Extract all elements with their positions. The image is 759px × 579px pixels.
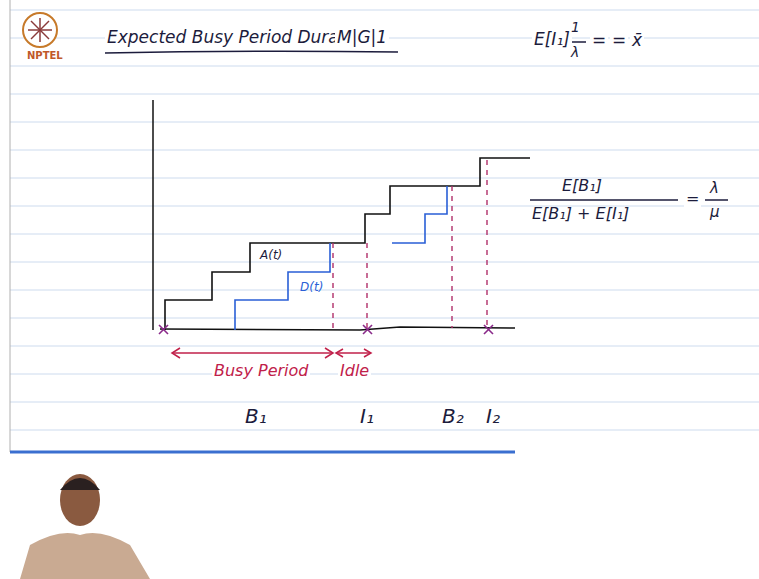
- title: Expected Busy Period Duration: [105, 28, 373, 47]
- curve-label: D(t): [298, 281, 325, 294]
- fraction-denominator: μ: [708, 204, 722, 221]
- equals-sign: =: [684, 190, 701, 208]
- period-symbol: B₂: [440, 405, 466, 427]
- fraction-numerator: λ: [708, 180, 721, 197]
- fraction-numerator: 1: [569, 20, 582, 35]
- formula-term: E[I₁]: [532, 30, 572, 49]
- period-symbol: I₁: [358, 405, 376, 427]
- queue-notation: M|G|1: [335, 28, 389, 47]
- fraction-denominator: E[B₁] + E[I₁]: [530, 205, 631, 223]
- fraction-denominator: λ: [569, 45, 581, 60]
- equals-sign: =: [590, 31, 608, 50]
- period-symbol: B₁: [243, 405, 269, 427]
- equals-sign: =: [610, 31, 628, 50]
- formula-term: x̄: [630, 31, 644, 50]
- period-symbol: I₂: [484, 405, 502, 427]
- interval-label: Busy Period: [212, 362, 310, 380]
- interval-label: Idle: [338, 362, 371, 380]
- fraction-numerator: E[B₁]: [560, 177, 604, 195]
- logo-text: NPTEL: [25, 50, 65, 61]
- curve-label: A(t): [258, 249, 284, 262]
